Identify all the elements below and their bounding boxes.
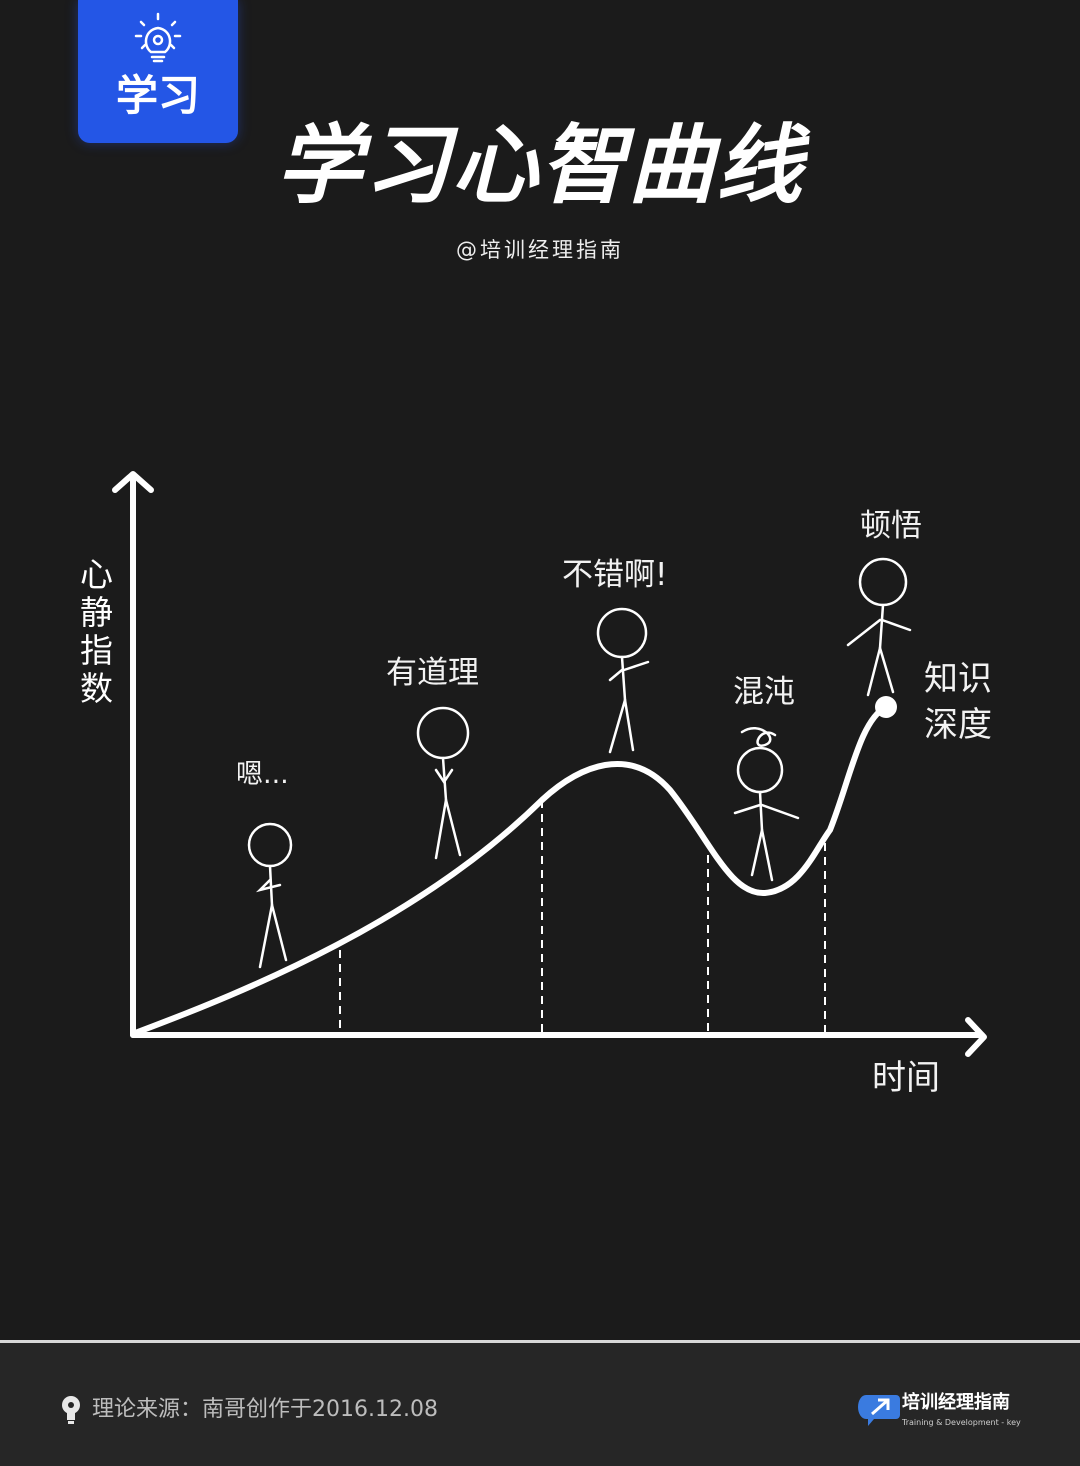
subtitle: @培训经理指南 — [456, 238, 624, 262]
footer — [0, 1340, 1080, 1466]
x-axis-label: 时间 — [872, 1058, 940, 1098]
stick-figure-thinking — [247, 822, 293, 969]
stick-figure-enlightened — [846, 557, 912, 697]
badge-label: 学习 — [115, 71, 200, 120]
curve-end-label: 知识深度 — [924, 659, 992, 745]
category-badge: 学习 — [78, 0, 238, 143]
stick-figure-confused — [733, 726, 800, 882]
stage-label: 混沌 — [733, 674, 795, 710]
stage-label: 不错啊! — [562, 557, 668, 593]
logo-name: 培训经理指南 — [902, 1392, 1010, 1413]
stage-label: 有道理 — [386, 655, 479, 691]
stick-figure-agree — [416, 706, 470, 860]
stick-figure-happy — [596, 607, 650, 754]
logo-icon — [858, 1395, 900, 1426]
mind-curve-diagram — [112, 471, 987, 1057]
lightbulb-icon — [62, 1396, 80, 1424]
y-axis-arrow — [112, 471, 154, 493]
lightbulb-gear-icon — [134, 12, 182, 63]
stage-label: 嗯... — [236, 759, 289, 790]
curve-end-dot — [875, 696, 897, 718]
source-note: 理论来源：南哥创作于2016.12.08 — [92, 1397, 438, 1422]
learning-curve — [132, 704, 889, 1036]
page-title: 学习心智曲线 — [276, 116, 804, 216]
y-axis-label: 心静指数 — [80, 555, 113, 708]
logo-subtitle: Training & Development - key — [902, 1418, 1021, 1427]
x-axis-arrow — [965, 1017, 987, 1057]
stage-label: 顿悟 — [860, 508, 922, 544]
